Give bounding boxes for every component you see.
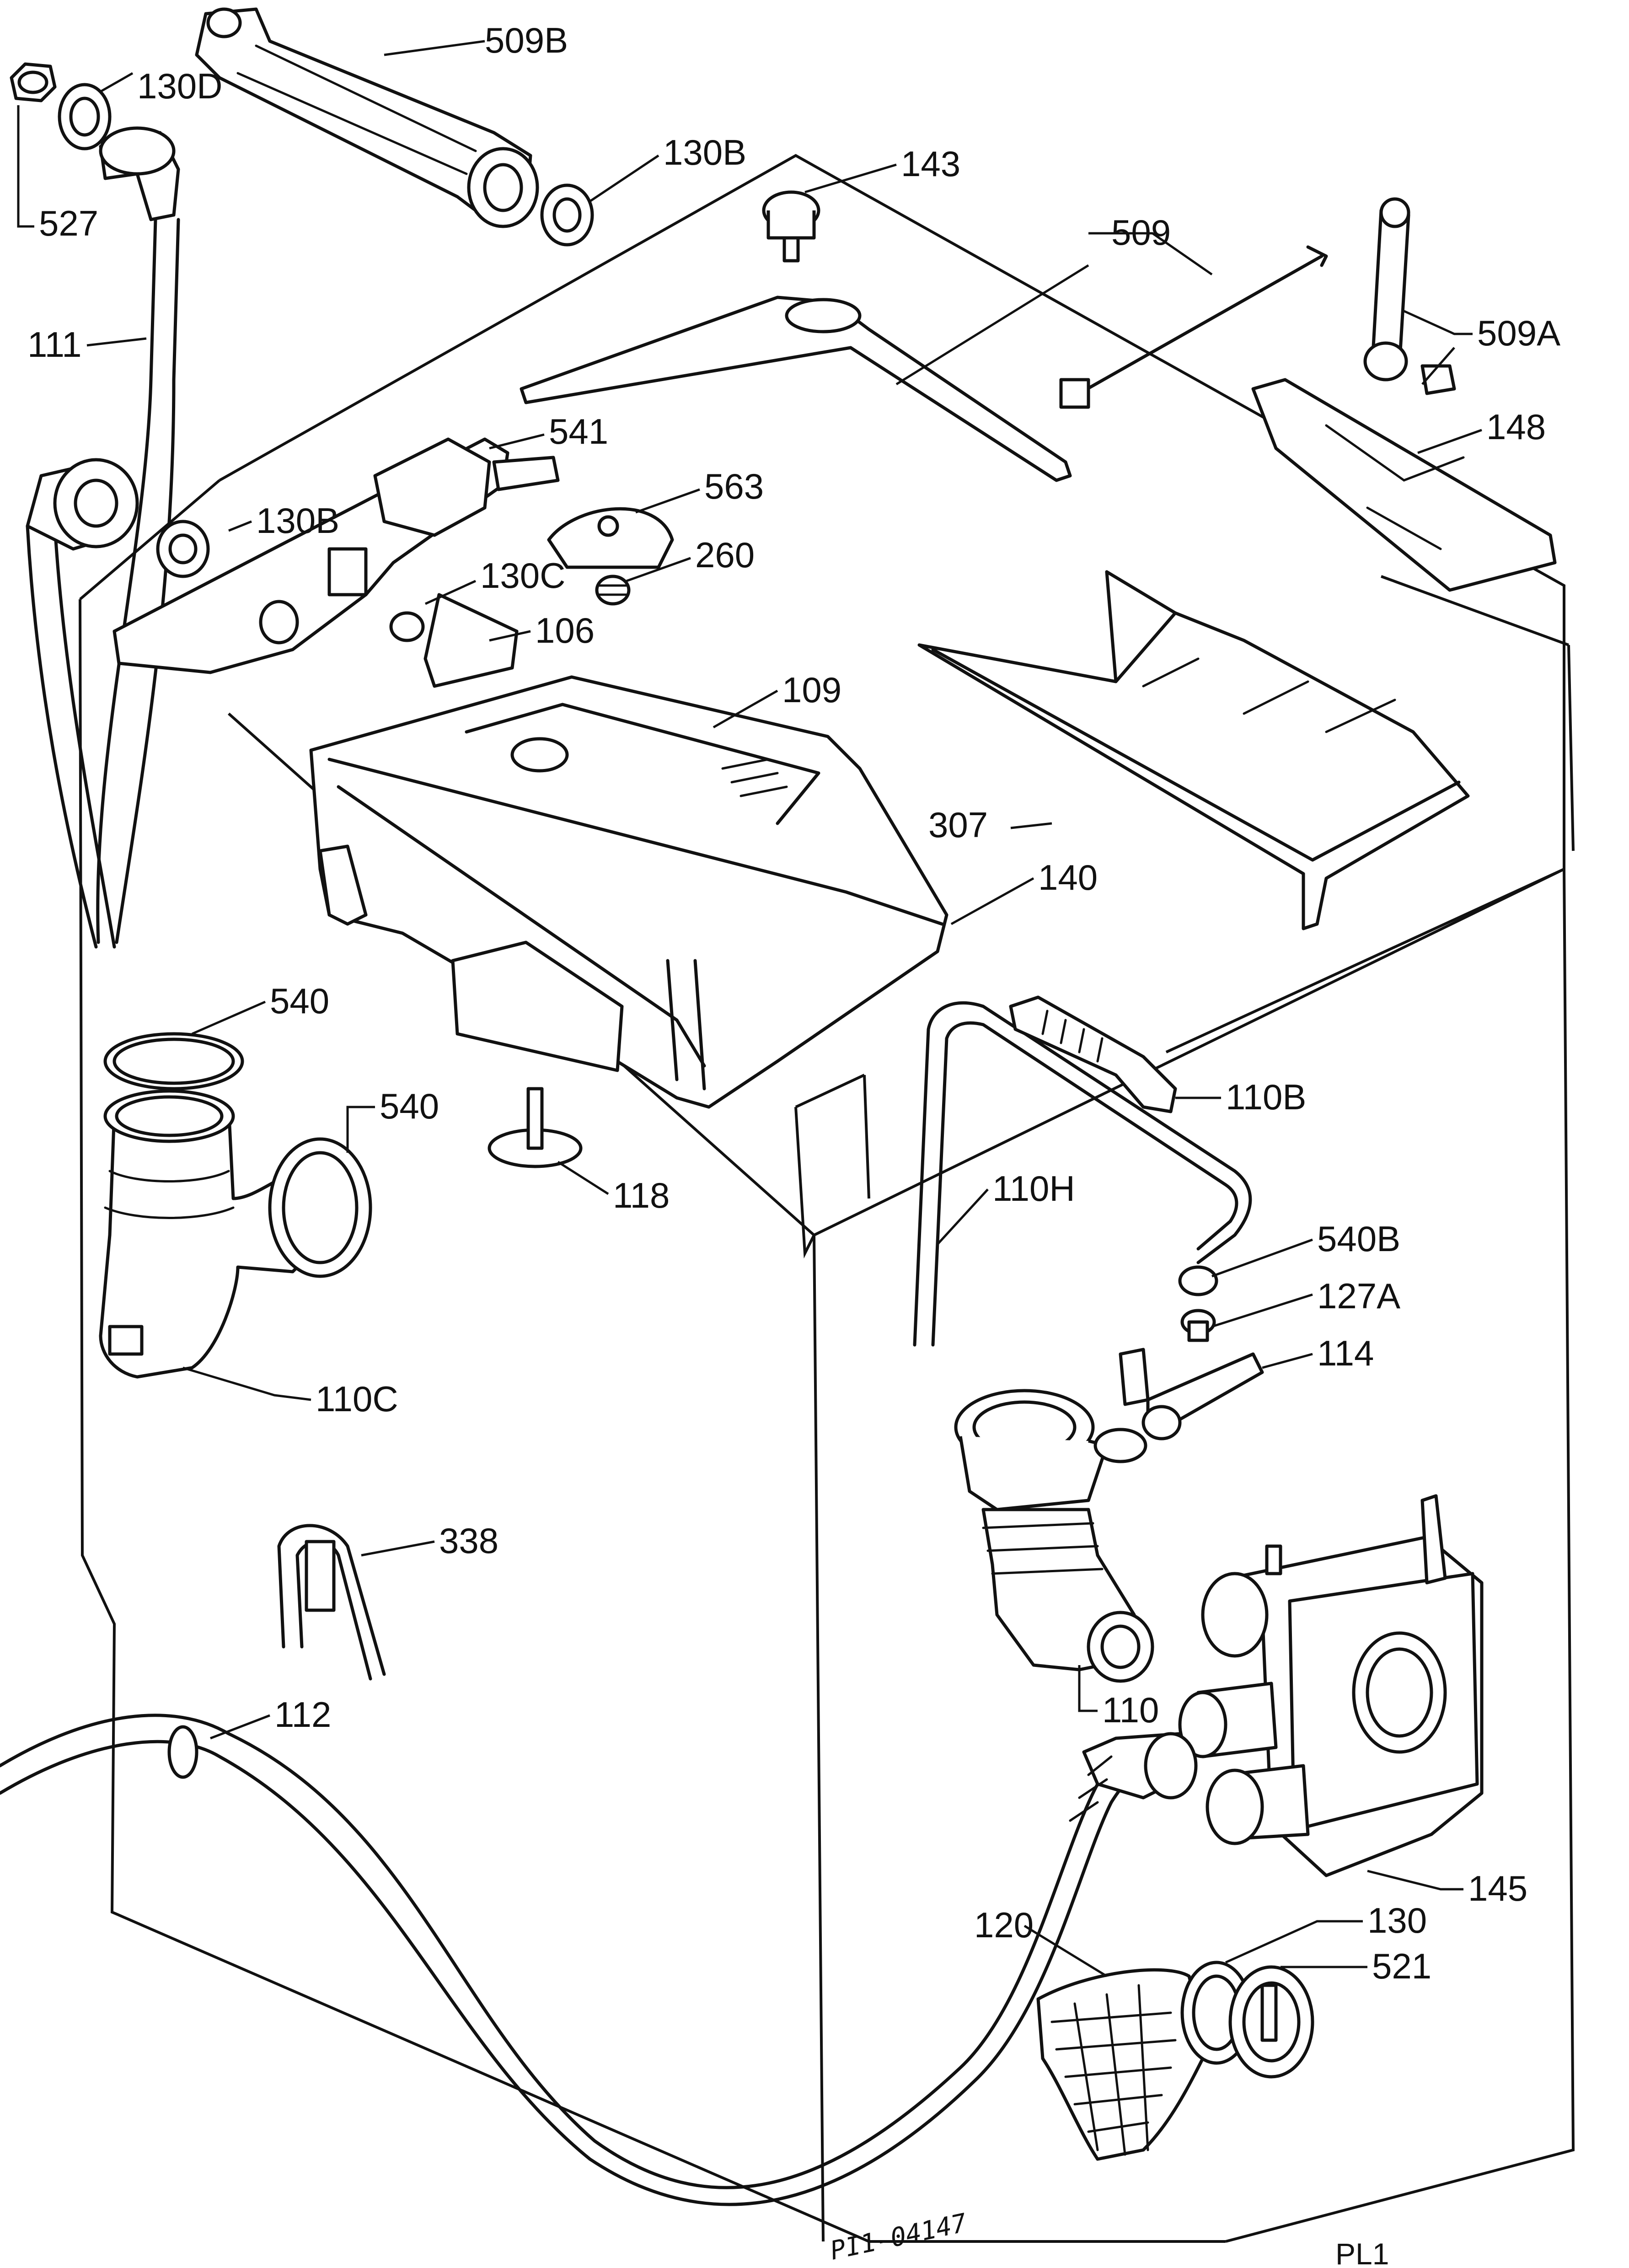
valve-bracket-541 xyxy=(113,437,560,674)
drawer-307 xyxy=(917,570,1470,930)
inlet-hose-509b xyxy=(195,7,594,247)
label-148: 148 xyxy=(1486,407,1546,447)
drain-pump-145 xyxy=(1178,1494,1484,1877)
bracket-114 xyxy=(1119,1348,1264,1440)
label-509a: 509A xyxy=(1477,313,1560,353)
label-130b-mid: 130B xyxy=(256,500,339,541)
label-145: 145 xyxy=(1468,1868,1527,1908)
label-527: 527 xyxy=(39,203,98,243)
washer-130d xyxy=(58,83,112,150)
knob-143 xyxy=(762,190,820,263)
dispenser-housing-109 xyxy=(309,675,948,1109)
label-111: 111 xyxy=(27,324,82,365)
label-540-side: 540 xyxy=(380,1086,439,1126)
label-130c: 130C xyxy=(480,555,565,596)
label-106: 106 xyxy=(535,610,595,650)
cap-521 xyxy=(1228,1965,1314,2079)
label-338: 338 xyxy=(439,1521,498,1561)
drawer-handle-148 xyxy=(1251,378,1557,592)
float-118 xyxy=(488,1087,583,1168)
drawing-number: PI1-04147 xyxy=(827,2208,970,2266)
label-110c: 110C xyxy=(316,1379,398,1419)
label-114: 114 xyxy=(1317,1333,1374,1373)
cross-bar-509 xyxy=(520,296,1072,482)
label-140: 140 xyxy=(1038,857,1098,898)
label-307: 307 xyxy=(928,805,988,845)
rod-509 xyxy=(1059,245,1328,409)
plate-563 xyxy=(547,507,674,569)
hose-110h xyxy=(913,1001,1252,1347)
valve-127a xyxy=(1180,1309,1216,1342)
label-540b: 540B xyxy=(1317,1219,1400,1259)
lever-509a xyxy=(1363,197,1456,395)
nut-527 xyxy=(10,62,57,102)
clamp-540b xyxy=(1178,1265,1218,1296)
page-code: PL1 xyxy=(1335,2237,1389,2268)
seal-130c xyxy=(389,611,425,642)
label-509b: 509B xyxy=(485,20,568,60)
label-110: 110 xyxy=(1102,1690,1159,1730)
label-130: 130 xyxy=(1367,1900,1427,1940)
clip-106 xyxy=(423,593,519,688)
spring-260 xyxy=(595,575,631,606)
pump-hose-110 xyxy=(954,1389,1154,1683)
label-509: 509 xyxy=(1111,212,1171,253)
label-130b-top: 130B xyxy=(663,132,746,172)
label-112: 112 xyxy=(274,1694,331,1735)
label-110h: 110H xyxy=(992,1168,1075,1209)
drain-hose-112 xyxy=(0,1714,1198,2206)
leader-lines xyxy=(17,40,1482,1978)
part-labels: 509B 130D 527 130B 143 509 509A 111 541 … xyxy=(27,20,1560,1986)
label-118: 118 xyxy=(613,1175,670,1215)
filter-120 xyxy=(1036,1968,1209,2161)
label-540-top: 540 xyxy=(270,981,329,1021)
label-541: 541 xyxy=(549,411,608,451)
fill-hose-111 xyxy=(26,126,180,949)
pipe-110b xyxy=(1009,995,1177,1113)
label-120: 120 xyxy=(974,1905,1034,1945)
label-127a: 127A xyxy=(1317,1276,1400,1316)
label-130d: 130D xyxy=(137,66,222,106)
label-521: 521 xyxy=(1372,1946,1431,1986)
clip-338 xyxy=(277,1524,386,1681)
label-143: 143 xyxy=(901,144,960,184)
label-109: 109 xyxy=(782,670,841,710)
sump-hose-110c xyxy=(99,1032,372,1379)
label-110b: 110B xyxy=(1226,1077,1306,1117)
label-563: 563 xyxy=(704,466,764,506)
label-260: 260 xyxy=(695,535,755,575)
